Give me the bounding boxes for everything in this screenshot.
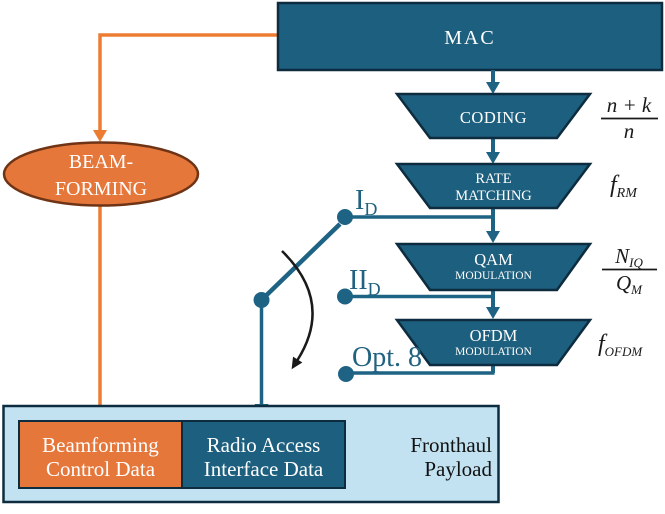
mac-to-beamforming-connector bbox=[98, 33, 278, 130]
tap3-terminal-dot-icon bbox=[338, 366, 354, 382]
qam-modulation-block bbox=[394, 242, 593, 292]
tap1-label-base: I bbox=[355, 185, 364, 216]
control-data-label-line2: Control Data bbox=[46, 457, 156, 481]
tap1-label-sub: D bbox=[364, 199, 377, 219]
ofdm-fn-base: f bbox=[598, 331, 608, 357]
coding-input-arrowhead-icon bbox=[486, 82, 500, 94]
switch-rotation-arc bbox=[281, 250, 314, 361]
coding-label: CODING bbox=[460, 108, 527, 127]
ofdm-label-line2: MODULATION bbox=[455, 346, 532, 358]
ofdm-modulation-block bbox=[394, 318, 593, 367]
tap2-label-base: II bbox=[349, 265, 368, 296]
tap2-label-sub: D bbox=[368, 279, 381, 299]
beamforming-ellipse bbox=[2, 141, 200, 207]
control-data-label-line1: Beamforming bbox=[42, 433, 159, 457]
fronthaul-payload-title-line1: Fronthaul bbox=[410, 433, 492, 457]
qam-ratio-den-base: Q bbox=[616, 271, 631, 295]
qam-ratio-denominator: QM bbox=[616, 271, 643, 297]
rate-matching-fn-sub: RM bbox=[616, 186, 639, 201]
beamforming-control-data-box bbox=[18, 420, 183, 489]
beamforming-input-arrowhead-icon bbox=[93, 130, 107, 142]
radio-access-label-line1: Radio Access bbox=[207, 433, 321, 457]
mac-block bbox=[276, 1, 664, 72]
rate-matching-label-line1: RATE bbox=[475, 171, 511, 187]
fronthaul-payload-title-line2: Payload bbox=[424, 457, 492, 481]
coding-ratio-denominator: n bbox=[624, 119, 635, 143]
coding-ratio-numerator: n + k bbox=[607, 93, 652, 117]
tap2-label: IID bbox=[349, 265, 381, 299]
qam-ratio-den-sub: M bbox=[630, 282, 643, 297]
beamforming-label-line1: BEAM- bbox=[69, 151, 133, 173]
rate-matching-fn: fRM bbox=[610, 172, 638, 201]
rate-matching-fn-base: f bbox=[610, 172, 620, 198]
ofdm-fn-sub: OFDM bbox=[605, 344, 644, 359]
rate-matching-input-arrowhead-icon bbox=[486, 152, 500, 164]
rate-matching-block bbox=[394, 162, 593, 210]
ofdm-input-arrowhead-icon bbox=[486, 307, 500, 319]
coding-block bbox=[394, 92, 593, 140]
switch-rotation-arrowhead-icon bbox=[291, 356, 303, 370]
qam-ratio-num-sub: IQ bbox=[628, 255, 643, 270]
rate-matching-label-line2: MATCHING bbox=[455, 188, 532, 204]
qam-ratio-num-base: N bbox=[614, 244, 630, 268]
qam-label-line1: QAM bbox=[474, 250, 513, 269]
qam-ratio-numerator: NIQ bbox=[614, 244, 643, 270]
qam-label-line2: MODULATION bbox=[455, 270, 532, 282]
beamforming-label-line2: FORMING bbox=[55, 178, 147, 200]
switch-arm[interactable] bbox=[259, 222, 342, 302]
mac-label: MAC bbox=[444, 27, 496, 49]
ofdm-fn: fOFDM bbox=[598, 331, 643, 359]
radio-access-interface-data-box bbox=[181, 420, 346, 489]
tap1-terminal-dot-icon bbox=[337, 209, 353, 225]
tap2-terminal-dot-icon bbox=[337, 288, 353, 305]
qam-input-arrowhead-icon bbox=[486, 231, 500, 243]
tap3-label: Opt. 8 bbox=[352, 342, 422, 373]
ofdm-label-line1: OFDM bbox=[470, 326, 518, 345]
tap1-label: ID bbox=[355, 185, 377, 219]
radio-access-label-line2: Interface Data bbox=[204, 457, 324, 481]
